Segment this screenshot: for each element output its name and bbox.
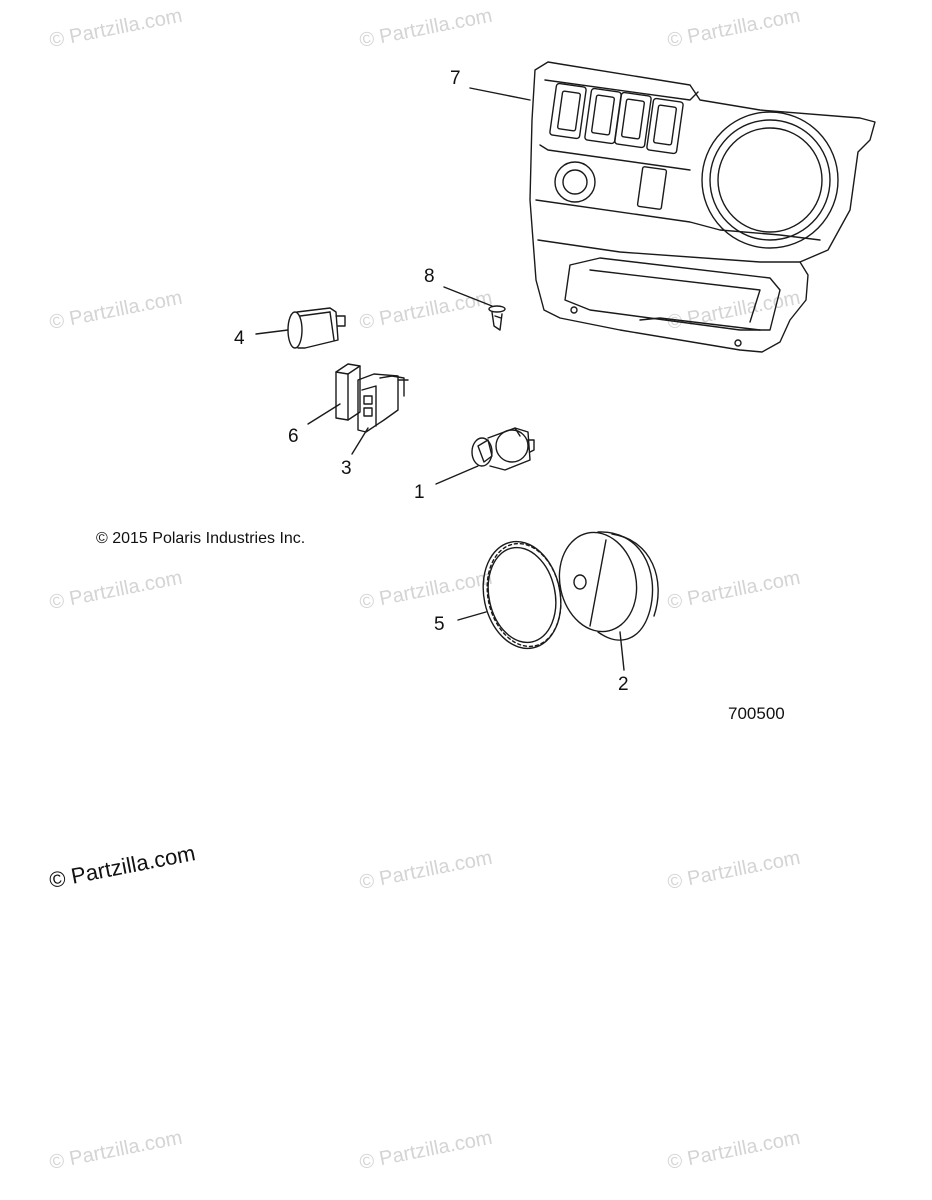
drawing-number: 700500 — [728, 704, 785, 723]
leader-line-2 — [619, 631, 625, 671]
callout-5: 5 — [434, 614, 445, 635]
callout-8: 8 — [424, 266, 435, 287]
callout-6: 6 — [288, 426, 299, 447]
callout-4: 4 — [234, 328, 245, 349]
dash-panel-part — [529, 61, 876, 353]
speedometer-gauge-part — [558, 531, 659, 641]
leader-line-4 — [255, 329, 289, 335]
gauge-bezel-ring-part — [482, 540, 562, 650]
callout-3: 3 — [341, 458, 352, 479]
callout-7: 7 — [450, 68, 461, 89]
rocker-switch-cover-part — [335, 363, 361, 421]
ignition-switch-part — [471, 427, 535, 471]
power-outlet-part — [287, 307, 346, 349]
callout-2: 2 — [618, 674, 629, 695]
leader-line-5 — [457, 611, 487, 621]
copyright-notice: © 2015 Polaris Industries Inc. — [96, 530, 306, 547]
leader-line-8 — [443, 286, 493, 307]
leader-line-7 — [469, 87, 531, 101]
callout-1: 1 — [414, 482, 425, 503]
push-rivet-part — [488, 305, 506, 331]
rocker-switch-part — [357, 373, 409, 433]
leader-line-3 — [351, 427, 369, 455]
leader-line-6 — [307, 403, 341, 425]
leader-line-1 — [435, 465, 479, 485]
